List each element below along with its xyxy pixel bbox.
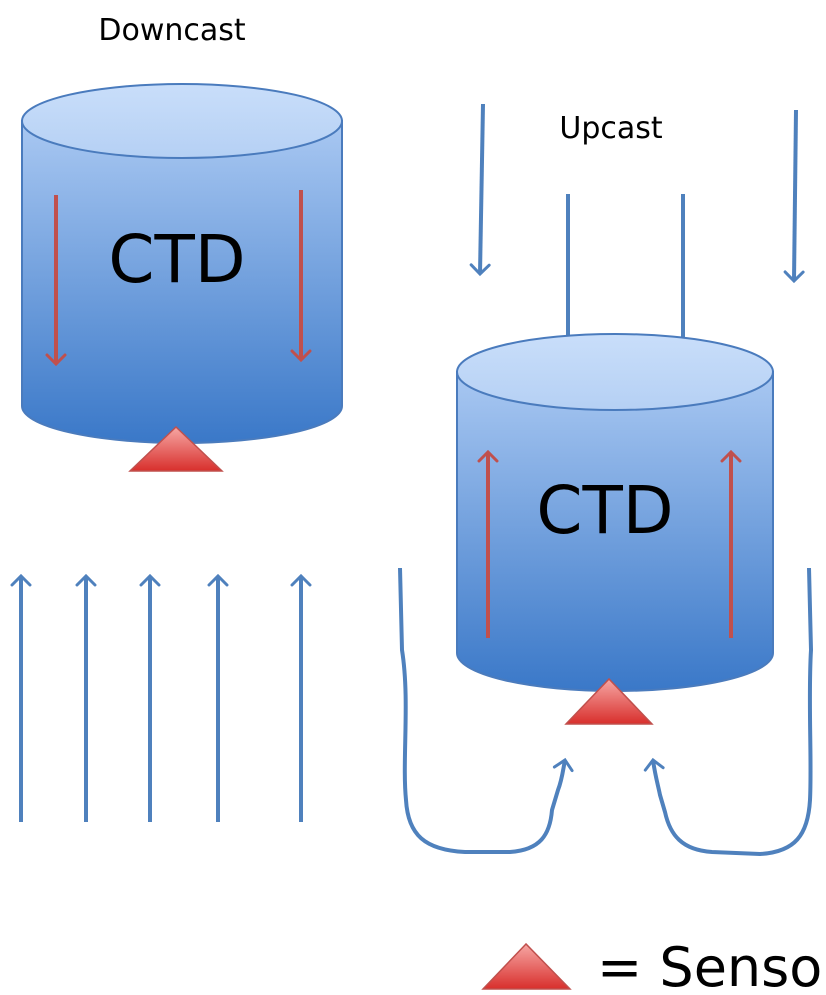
upcast-flow-arrows bbox=[469, 103, 805, 365]
upcast-ctd-label: CTD bbox=[536, 472, 673, 549]
downflow-arrow-1 bbox=[469, 103, 491, 277]
downcast-flow-arrows bbox=[10, 573, 312, 822]
legend-sensor-icon bbox=[481, 942, 572, 990]
wake-flow-arrow-right bbox=[643, 567, 814, 857]
upcast-ctd-cylinder bbox=[456, 333, 774, 692]
legend-sensor-text: = Sensor bbox=[597, 936, 826, 995]
downflow-arrow-4 bbox=[783, 109, 805, 284]
upcast-sensor-icon bbox=[564, 677, 654, 725]
legend: = Sensor bbox=[481, 936, 826, 995]
downcast-title: Downcast bbox=[98, 13, 246, 48]
upcast-title: Upcast bbox=[559, 111, 663, 146]
downcast-ctd-label: CTD bbox=[108, 221, 245, 298]
wake-flow-arrow-left bbox=[398, 567, 574, 854]
downcast-ctd-cylinder bbox=[21, 83, 343, 444]
downcast-sensor-icon bbox=[128, 425, 224, 472]
